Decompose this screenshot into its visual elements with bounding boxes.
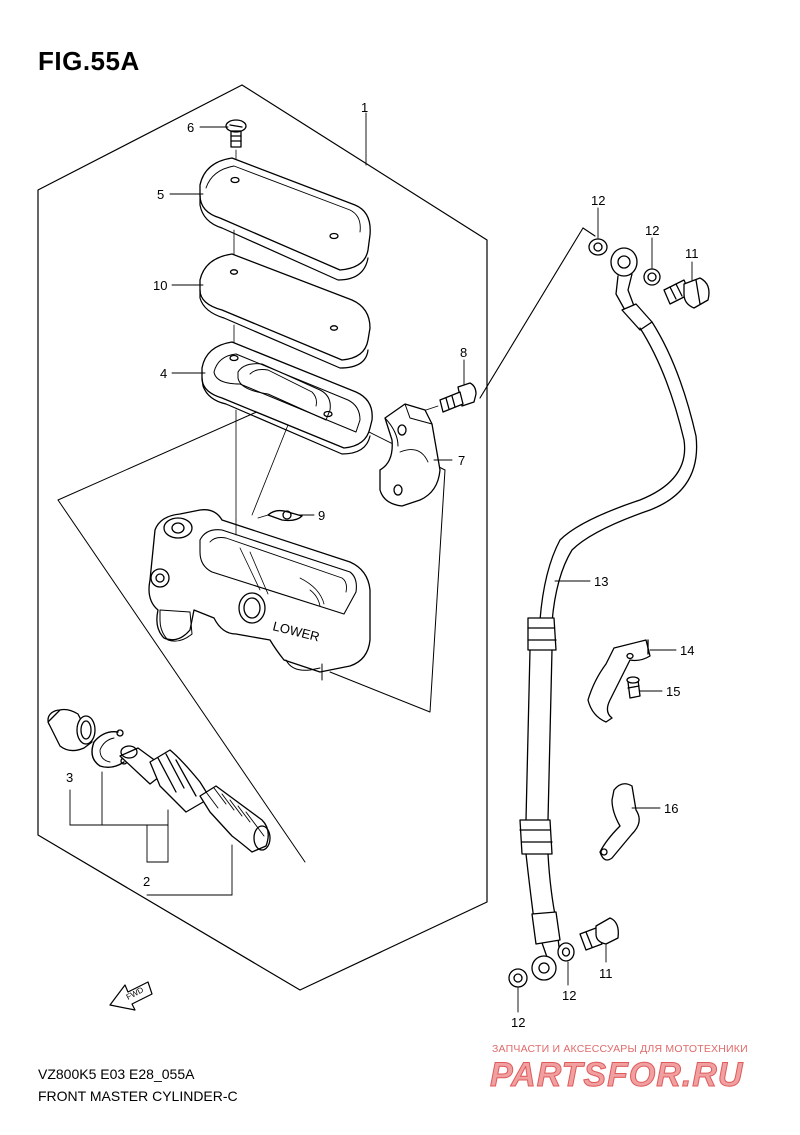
- bolt-part-15: [626, 676, 641, 699]
- figure-title: FIG.55A: [38, 46, 140, 76]
- callout-4: 4: [160, 366, 167, 381]
- callout-10: 10: [153, 278, 167, 293]
- washer-part-12-top-left: [588, 238, 608, 256]
- callout-9: 9: [318, 508, 325, 523]
- washer-part-12-top-right: [643, 268, 661, 286]
- assembly-name-label: FRONT MASTER CYLINDER-C: [38, 1088, 238, 1104]
- callout-16: 16: [664, 801, 678, 816]
- hose-clamp-part-14: [587, 639, 651, 723]
- diaphragm-part-4: [201, 341, 373, 455]
- callout-8: 8: [460, 345, 467, 360]
- plate-part-10: [199, 253, 371, 369]
- callout-12-top-left: 12: [591, 193, 605, 208]
- master-cylinder-body: [148, 509, 371, 681]
- kit-bracket: [69, 771, 233, 896]
- callout-2: 2: [143, 874, 150, 889]
- callout-13: 13: [594, 574, 608, 589]
- washer-part-12-bottom-right: [557, 942, 575, 962]
- snap-ring: [91, 729, 128, 769]
- watermark-logo: PARTSFOR.RU: [489, 1056, 744, 1095]
- leader-lines: [169, 112, 693, 1013]
- union-bolt-part-11-bottom: [579, 917, 619, 951]
- model-code-label: VZ800K5 E03 E28_055A: [38, 1066, 195, 1082]
- washer-part-12-bottom-left: [508, 968, 528, 988]
- brake-hose-part-13: [519, 247, 698, 981]
- callout-numbers: 1 2 3 4 5 6 7 8 9 10 11 11 12 12 12 12 1…: [66, 100, 699, 1030]
- boot-part-3: [47, 708, 96, 752]
- callout-7: 7: [458, 453, 465, 468]
- hose-clamp-part-16: [599, 783, 640, 861]
- callout-11-top: 11: [685, 246, 699, 261]
- clip-part-9: [257, 509, 303, 522]
- callout-12-bottom-right: 12: [562, 988, 576, 1003]
- callout-12-bottom-left: 12: [511, 1015, 525, 1030]
- callout-12-top-right: 12: [645, 223, 659, 238]
- reservoir-cap-part-5: [199, 157, 371, 281]
- hose-frame: [479, 227, 596, 399]
- callout-5: 5: [157, 187, 164, 202]
- callout-11-bottom: 11: [599, 966, 613, 981]
- callout-1: 1: [361, 100, 368, 115]
- callout-15: 15: [666, 684, 680, 699]
- callout-14: 14: [680, 643, 694, 658]
- watermark-tagline: ЗАПЧАСТИ И АКСЕССУАРЫ ДЛЯ МОТОТЕХНИКИ: [492, 1043, 748, 1055]
- callout-3: 3: [66, 770, 73, 785]
- holder-clamp-part-7: [379, 403, 441, 507]
- forward-arrow-icon: [109, 981, 153, 1011]
- callout-6: 6: [187, 120, 194, 135]
- union-bolt-part-11-top: [663, 277, 710, 309]
- bolt-part-8: [419, 382, 477, 413]
- piston-spring-set: [119, 745, 271, 853]
- assembly-frame: [37, 84, 488, 991]
